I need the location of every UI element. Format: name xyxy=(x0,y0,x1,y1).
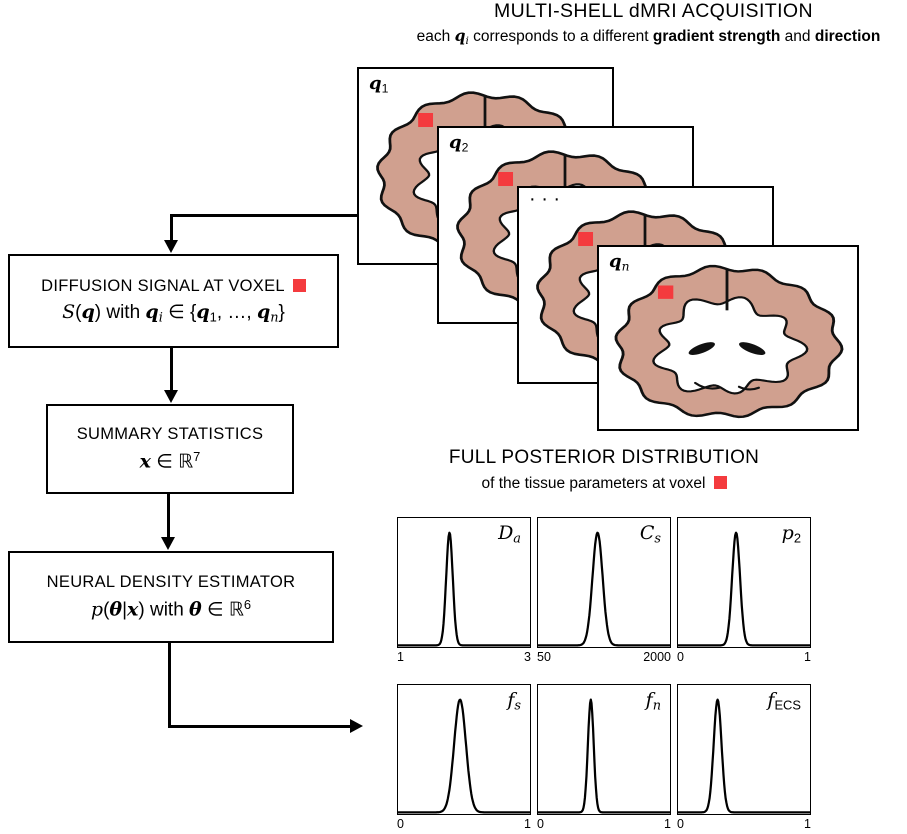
plot-label-Cs: Cs xyxy=(639,522,661,547)
x-tick-max: 1 xyxy=(804,817,811,831)
box-neural-density-estimator: NEURAL DENSITY ESTIMATOR p(θ|x) with θ ∈… xyxy=(8,551,334,643)
plot-label-fn: fn xyxy=(645,689,661,714)
x-tick-max: 1 xyxy=(524,817,531,831)
brain-slice-illustration xyxy=(614,264,844,419)
plot-frame: fs xyxy=(397,684,531,815)
panel-label-q2: q2 xyxy=(449,132,469,155)
posterior-plot-fECS: fECS 0 1 xyxy=(677,684,811,834)
posterior-subtitle: of the tissue parameters at voxel xyxy=(397,475,811,493)
figure-subtitle: each qi corresponds to a different gradi… xyxy=(416,26,881,47)
x-tick-min: 50 xyxy=(537,650,551,664)
x-tick-min: 1 xyxy=(397,650,404,664)
posterior-plot-fn: fn 0 1 xyxy=(537,684,671,834)
density-curve xyxy=(538,531,670,647)
density-curve xyxy=(678,531,810,647)
acquisition-panel-qn: qn xyxy=(597,245,859,431)
box-diffusion-signal: DIFFUSION SIGNAL AT VOXEL S(q) with qi ∈… xyxy=(8,254,339,348)
arrow-acquisition-to-signal-vline xyxy=(170,214,173,242)
plot-label-Da: Da xyxy=(498,522,521,547)
plot-frame: fn xyxy=(537,684,671,815)
box-diffusion-signal-title-text: DIFFUSION SIGNAL AT VOXEL xyxy=(41,276,285,295)
posterior-plot-p2: p2 0 1 xyxy=(677,517,811,669)
x-tick-min: 0 xyxy=(397,817,404,831)
arrowhead-down-icon xyxy=(164,240,178,253)
x-tick-min: 0 xyxy=(677,650,684,664)
posterior-plot-fs: fs 0 1 xyxy=(397,684,531,834)
posterior-plot-Cs: Cs 50 2000 xyxy=(537,517,671,669)
arrow-signal-to-summary xyxy=(170,344,173,390)
x-tick-max: 1 xyxy=(804,650,811,664)
voxel-marker-icon xyxy=(657,285,674,299)
density-curve xyxy=(398,531,530,647)
x-tick-min: 0 xyxy=(537,817,544,831)
plot-frame: fECS xyxy=(677,684,811,815)
plot-frame: Da xyxy=(397,517,531,648)
arrowhead-right-icon xyxy=(350,719,363,733)
figure-title: MULTI-SHELL dMRI ACQUISITION xyxy=(494,0,813,22)
x-tick-max: 1 xyxy=(664,817,671,831)
panel-label-q1: q1 xyxy=(369,73,389,96)
plot-frame: Cs xyxy=(537,517,671,648)
voxel-marker-icon xyxy=(292,278,306,292)
box-summary-statistics: SUMMARY STATISTICS x ∈ ℝ7 xyxy=(46,404,294,494)
x-tick-max: 2000 xyxy=(643,650,671,664)
plot-frame: p2 xyxy=(677,517,811,648)
voxel-marker-icon xyxy=(578,232,594,246)
plot-label-fs: fs xyxy=(507,689,521,714)
box-neural-density-estimator-title: NEURAL DENSITY ESTIMATOR xyxy=(46,572,296,591)
posterior-title: FULL POSTERIOR DISTRIBUTION xyxy=(448,447,760,468)
box-diffusion-signal-title: DIFFUSION SIGNAL AT VOXEL xyxy=(41,277,306,296)
arrowhead-down-icon xyxy=(161,537,175,550)
voxel-marker-icon xyxy=(713,476,727,489)
posterior-subtitle-text: of the tissue parameters at voxel xyxy=(481,475,706,492)
panel-label-qn: qn xyxy=(609,251,630,274)
plot-label-p2: p2 xyxy=(781,522,801,546)
arrowhead-down-icon xyxy=(164,390,178,403)
box-summary-statistics-title: SUMMARY STATISTICS xyxy=(76,424,264,443)
posterior-plot-Da: Da 1 3 xyxy=(397,517,531,669)
arrow-acquisition-to-signal-hline xyxy=(171,214,357,217)
panel-label-ellipsis: · · · xyxy=(529,188,561,210)
voxel-marker-icon xyxy=(498,172,514,186)
arrow-estimator-to-posterior-vline xyxy=(168,639,171,727)
arrow-summary-to-estimator xyxy=(167,490,170,537)
plot-label-fECS: fECS xyxy=(767,689,801,713)
x-tick-max: 3 xyxy=(524,650,531,664)
box-diffusion-signal-formula: S(q) with qi ∈ {q1, …, qn} xyxy=(62,300,285,326)
box-neural-density-estimator-formula: p(θ|x) with θ ∈ ℝ6 xyxy=(90,596,252,621)
x-tick-min: 0 xyxy=(677,817,684,831)
density-curve xyxy=(398,698,530,814)
density-curve xyxy=(538,698,670,814)
density-curve xyxy=(678,698,810,814)
voxel-marker-icon xyxy=(418,113,434,127)
posterior-header: FULL POSTERIOR DISTRIBUTION of the tissu… xyxy=(397,447,811,493)
box-summary-statistics-formula: x ∈ ℝ7 xyxy=(139,448,201,473)
arrow-estimator-to-posterior-hline xyxy=(168,725,350,728)
